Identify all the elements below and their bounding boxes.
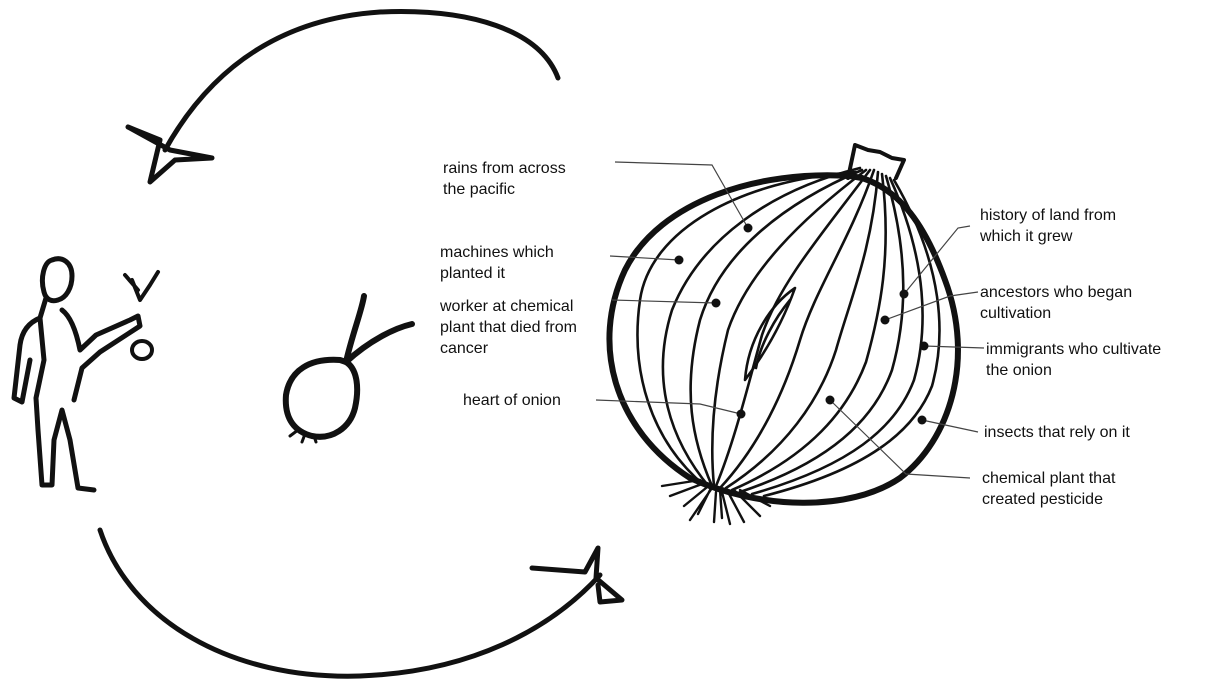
person-icon <box>14 259 158 490</box>
label-ancestors: ancestors who began cultivation <box>980 282 1132 324</box>
label-chemical-plant: chemical plant that created pesticide <box>982 468 1115 510</box>
label-machines: machines which planted it <box>440 242 554 284</box>
label-immigrants: immigrants who cultivate the onion <box>986 339 1161 381</box>
curved-arrow-right-icon <box>100 530 622 676</box>
label-history: history of land from which it grew <box>980 205 1116 247</box>
label-heart: heart of onion <box>463 390 561 411</box>
label-rains: rains from across the pacific <box>443 158 566 200</box>
label-insects: insects that rely on it <box>984 422 1130 443</box>
onion-icon <box>286 296 412 442</box>
curved-arrow-left-icon <box>128 12 558 182</box>
label-worker: worker at chemical plant that died from … <box>440 296 577 359</box>
onion-cross-section-icon <box>609 145 958 524</box>
